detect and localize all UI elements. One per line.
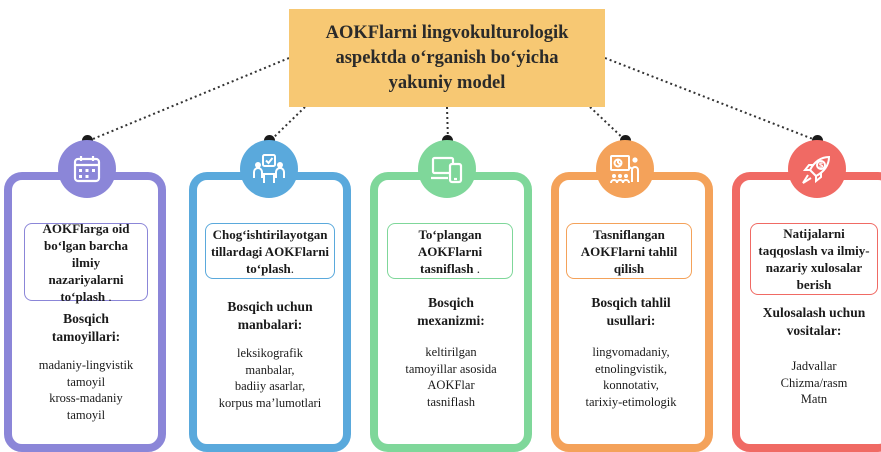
stage-name-box-2: Chog‘ishtirilayotgan tillardagi AOKFlarn… bbox=[205, 223, 335, 279]
connector-line-5 bbox=[604, 57, 819, 142]
stage-name-5: Natijalarni taqqoslash va ilmiy- nazariy… bbox=[758, 226, 870, 292]
stage-items-3: keltirilgan tamoyillar asosida AOKFlar t… bbox=[405, 345, 497, 409]
connector-line-4 bbox=[589, 106, 627, 142]
stage-name-box-5: Natijalarni taqqoslash va ilmiy- nazariy… bbox=[750, 223, 878, 295]
stage-icon-circle-2 bbox=[240, 140, 298, 198]
stage-name-box-3: To‘plangan AOKFlarni tasniflash . bbox=[387, 223, 513, 279]
stage-subtitle-5: Xulosalash uchun vositalar: bbox=[762, 305, 866, 338]
stage-icon-circle-3 bbox=[418, 140, 476, 198]
team-checklist-icon bbox=[253, 154, 285, 183]
stage-subtitle-3: Bosqich mexanizmi: bbox=[417, 295, 485, 328]
presentation-icon bbox=[610, 155, 639, 184]
devices-icon bbox=[431, 156, 463, 184]
stage-subtitle-4: Bosqich tahlil usullari: bbox=[591, 295, 671, 328]
stage-name-box-4: Tasniflangan AOKFlarni tahlil qilish bbox=[566, 223, 692, 279]
stage-icon-circle-4 bbox=[596, 140, 654, 198]
stage-name-suffix-3: . bbox=[473, 260, 480, 276]
stage-name-1: AOKFlarga oid bo‘lgan barcha ilmiy nazar… bbox=[42, 220, 130, 304]
connector-lines bbox=[87, 57, 819, 142]
stage-items-2: leksikografik manbalar, badiiy asarlar, … bbox=[218, 346, 322, 410]
stage-name-suffix-2: . bbox=[290, 260, 295, 276]
stage-name-3: To‘plangan AOKFlarni tasniflash bbox=[417, 226, 483, 276]
stage-name-4: Tasniflangan AOKFlarni tahlil qilish bbox=[580, 226, 678, 276]
stage-card-2 bbox=[189, 172, 351, 452]
svg-text:$: $ bbox=[819, 162, 824, 170]
stage-icon-circle-5: $ bbox=[788, 140, 846, 198]
stage-name-suffix-1: . bbox=[105, 288, 112, 304]
connector-line-3 bbox=[446, 106, 449, 142]
connector-line-1 bbox=[87, 57, 290, 142]
stage-items-5: Jadvallar Chizma/rasm Matn bbox=[780, 359, 848, 406]
calendar-icon bbox=[73, 156, 101, 183]
stage-name-2: Chog‘ishtirilayotgan tillardagi AOKFlarn… bbox=[210, 226, 330, 276]
stage-icon-circle-1 bbox=[58, 140, 116, 198]
stage-items-4: lingvomadaniy, etnolingvistik, konnotati… bbox=[585, 345, 677, 409]
stage-subtitle-2: Bosqich uchun manbalari: bbox=[227, 299, 313, 332]
stage-items-1: madaniy-lingvistik tamoyil kross-madaniy… bbox=[38, 358, 134, 422]
connector-line-2 bbox=[269, 106, 306, 142]
model-title: AOKFlarni lingvokulturologik aspektda o‘… bbox=[289, 9, 605, 107]
stage-name-box-1: AOKFlarga oid bo‘lgan barcha ilmiy nazar… bbox=[24, 220, 148, 304]
rocket-dollar-icon: $ bbox=[802, 155, 831, 184]
stage-subtitle-1: Bosqich tamoyillari: bbox=[51, 311, 121, 344]
stage-card-3 bbox=[370, 172, 532, 452]
